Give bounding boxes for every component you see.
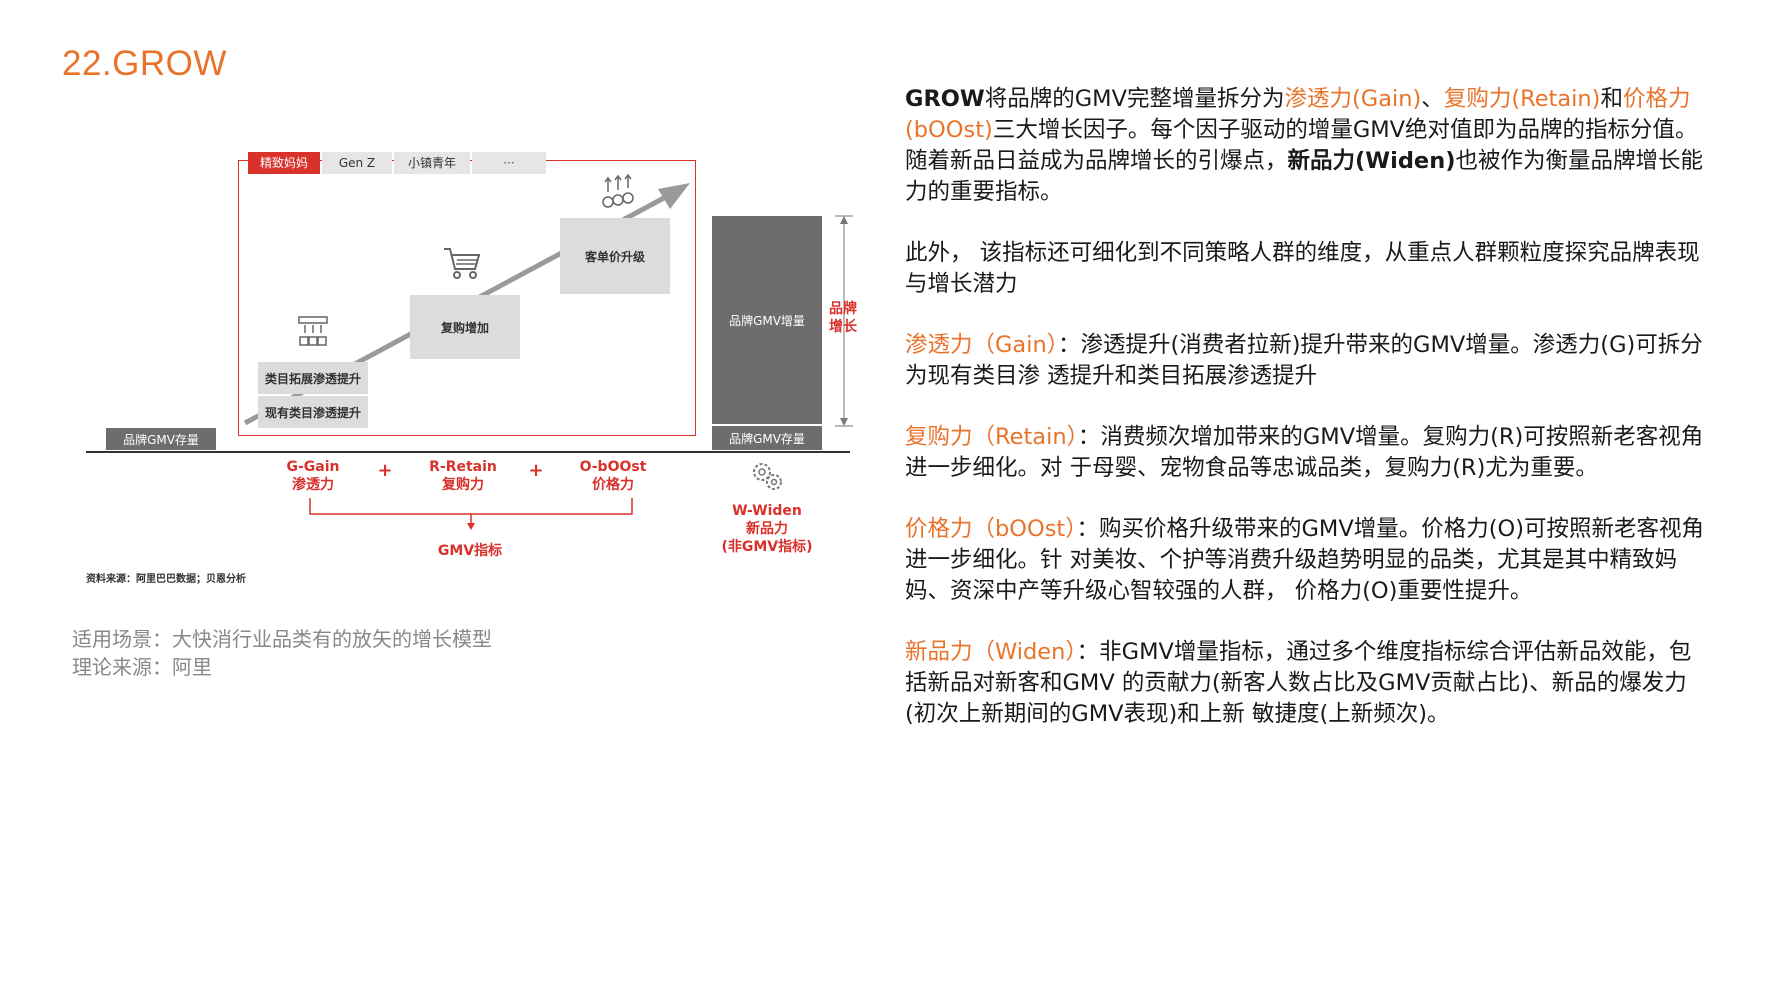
retain-heading: 复购力（Retain） (905, 424, 1078, 450)
plus-1: + (377, 460, 393, 481)
gain-text: ：渗透提升(消费者拉新)提升带来的GMV增量。渗透力(G)可拆分为现有类目渗 透… (905, 332, 1703, 389)
o-boost-title: O-bOOst (579, 459, 647, 475)
widen-paragraph: 新品力（Widen）：非GMV增量指标，通过多个维度指标综合评估新品效能，包括新… (905, 637, 1705, 730)
o-boost-label: O-bOOst 价格力 (570, 458, 656, 494)
intro-sep: 、 (1421, 86, 1444, 112)
stock-label-left: 品牌GMV存量 (106, 428, 216, 450)
page-title: 22.GROW (62, 44, 227, 83)
gain-paragraph: 渗透力（Gain）：渗透提升(消费者拉新)提升带来的GMV增量。渗透力(G)可拆… (905, 330, 1705, 392)
segment-tab-more: ··· (472, 152, 546, 174)
r-retain-sub: 复购力 (442, 477, 484, 493)
intro-paragraph: GROW将品牌的GMV完整增量拆分为渗透力(Gain)、复购力(Retain)和… (905, 84, 1705, 208)
retain-paragraph: 复购力（Retain）：消费频次增加带来的GMV增量。复购力(R)可按照新老客视… (905, 422, 1705, 484)
description-text: GROW将品牌的GMV完整增量拆分为渗透力(Gain)、复购力(Retain)和… (905, 84, 1705, 760)
boost-text: ：购买价格升级带来的GMV增量。价格力(O)可按照新老客视角进一步细化。针 对美… (905, 516, 1705, 604)
term-retain: 复购力(Retain) (1443, 86, 1601, 112)
gmv-index-bracket (309, 498, 633, 530)
boost-paragraph: 价格力（bOOst）：购买价格升级带来的GMV增量。价格力(O)可按照新老客视角… (905, 514, 1705, 607)
segment-paragraph: 此外， 该指标还可细化到不同策略人群的维度，从重点人群颗粒度探究品牌表现与增长潜… (905, 240, 1700, 297)
gears-icon (753, 463, 782, 490)
segment-tab-small-town-youth: 小镇青年 (394, 152, 470, 174)
grow-diagram: 精致妈妈 Gen Z 小镇青年 ··· 类目拓展渗透提升 现有类目渗透提升 (80, 140, 870, 600)
r-retain-label: R-Retain 复购力 (420, 458, 506, 494)
g-gain-label: G-Gain 渗透力 (270, 458, 356, 494)
boost-heading: 价格力（bOOst） (905, 516, 1077, 542)
segment-tab-genz: Gen Z (322, 152, 392, 174)
box-repurchase-increase: 复购增加 (410, 295, 520, 359)
widen-text: ：非GMV增量指标，通过多个维度指标综合评估新品效能，包括新品对新客和GMV 的… (905, 639, 1692, 727)
w-widen-title: W-Widen (732, 503, 802, 519)
intro-text-3: 也被作为衡量品牌增长能力的重要指标。 (905, 148, 1704, 205)
gain-heading: 渗透力（Gain） (905, 332, 1058, 358)
widen-heading: 新品力（Widen） (905, 639, 1077, 665)
grow-term: GROW (905, 86, 985, 112)
scenario-line: 适用场景：大快消行业品类有的放矢的增长模型 (72, 627, 492, 651)
brand-growth-label: 品牌增长 (829, 301, 857, 335)
term-widen: 新品力(Widen) (1287, 148, 1456, 174)
brand-growth-arrow (835, 215, 853, 427)
term-boost: 价格力(bOOst) (905, 86, 1691, 143)
intro-text-1: 将品牌的GMV完整增量拆分为 (984, 86, 1285, 112)
g-gain-title: G-Gain (286, 459, 340, 475)
w-widen-note: (非GMV指标) (721, 539, 813, 555)
stock-label-right: 品牌GMV存量 (712, 426, 822, 450)
r-retain-title: R-Retain (429, 459, 497, 475)
scenario-info: 适用场景：大快消行业品类有的放矢的增长模型 理论来源：阿里 (72, 625, 492, 681)
segment-tab-refined-moms: 精致妈妈 (248, 152, 320, 174)
retain-text: ：消费频次增加带来的GMV增量。复购力(R)可按照新老客视角进一步细化。对 于母… (905, 424, 1704, 481)
plus-2: + (528, 460, 544, 481)
intro-and: 和 (1600, 86, 1623, 112)
hierarchy-icon (298, 316, 328, 346)
term-gain: 渗透力(Gain) (1284, 86, 1422, 112)
theory-source-line: 理论来源：阿里 (72, 655, 212, 679)
gmv-index-label: GMV指标 (437, 543, 503, 559)
g-gain-sub: 渗透力 (292, 477, 334, 493)
data-source: 资料来源：阿里巴巴数据；贝恩分析 (86, 574, 246, 585)
intro-text-2: 三大增长因子。每个因子驱动的增量GMV绝对值即为品牌的指标分值。 随着新品日益成… (905, 117, 1698, 174)
o-boost-sub: 价格力 (592, 477, 634, 493)
w-widen-sub: 新品力 (746, 521, 788, 537)
increment-bar: 品牌GMV增量 (712, 216, 822, 424)
shopping-cart-icon (444, 248, 481, 279)
box-existing-category-penetration: 现有类目渗透提升 (258, 396, 368, 428)
increment-bar-label: 品牌GMV增量 (729, 313, 805, 328)
box-aov-upgrade: 客单价升级 (560, 218, 670, 294)
box-category-expand-penetration: 类目拓展渗透提升 (258, 362, 368, 394)
w-widen-label: W-Widen 新品力 (非GMV指标) (712, 502, 822, 556)
coins-up-icon (602, 174, 634, 208)
